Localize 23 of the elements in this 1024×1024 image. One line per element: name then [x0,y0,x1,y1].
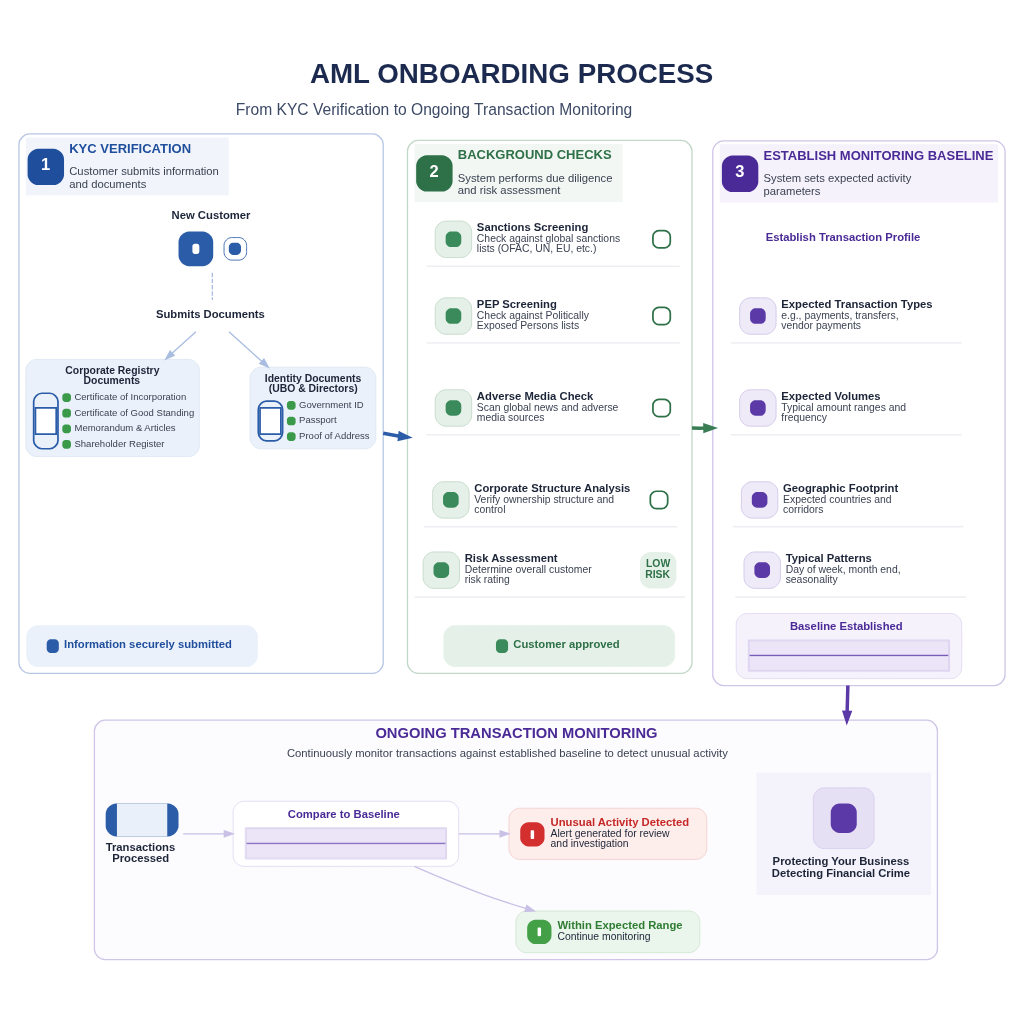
node-box: Protecting Your Business Detecting Financial Crime [756,772,931,895]
arrow [842,685,853,725]
node-box: Customer approved [443,624,676,667]
arrow [413,865,537,912]
diagram-title: AML ONBOARDING PROCESS [309,57,714,89]
arrow [691,422,719,433]
node-label: Transactions Processed [105,840,176,864]
node-box: Within Expected Range Continue monitoring [515,910,701,953]
connector [211,271,213,301]
arrow [164,330,197,360]
arrow [182,829,235,838]
node-box: Corporate Registry Documents Certificate of Incorporation Certificate of Good Standing Memorandum & Articles Shareholder Register [25,358,200,457]
node-box: Identity Documents (UBO & Directors) Government ID Passport Proof of Address [249,366,377,449]
label: Establish Transaction Profile [765,230,921,243]
node-label: New Customer [171,208,251,221]
node-text: Submits Documents [155,307,265,320]
arrow [228,330,270,368]
arrow [458,829,511,838]
node-box: Unusual Activity Detected Alert generated for review and investigation [508,807,708,860]
node-box: Baseline Established [735,612,963,679]
label: From KYC Verification to Ongoing Transaction Monitoring [235,100,633,118]
node-box: Information securely submitted [26,624,258,667]
node-box: Compare to Baseline [232,800,460,867]
